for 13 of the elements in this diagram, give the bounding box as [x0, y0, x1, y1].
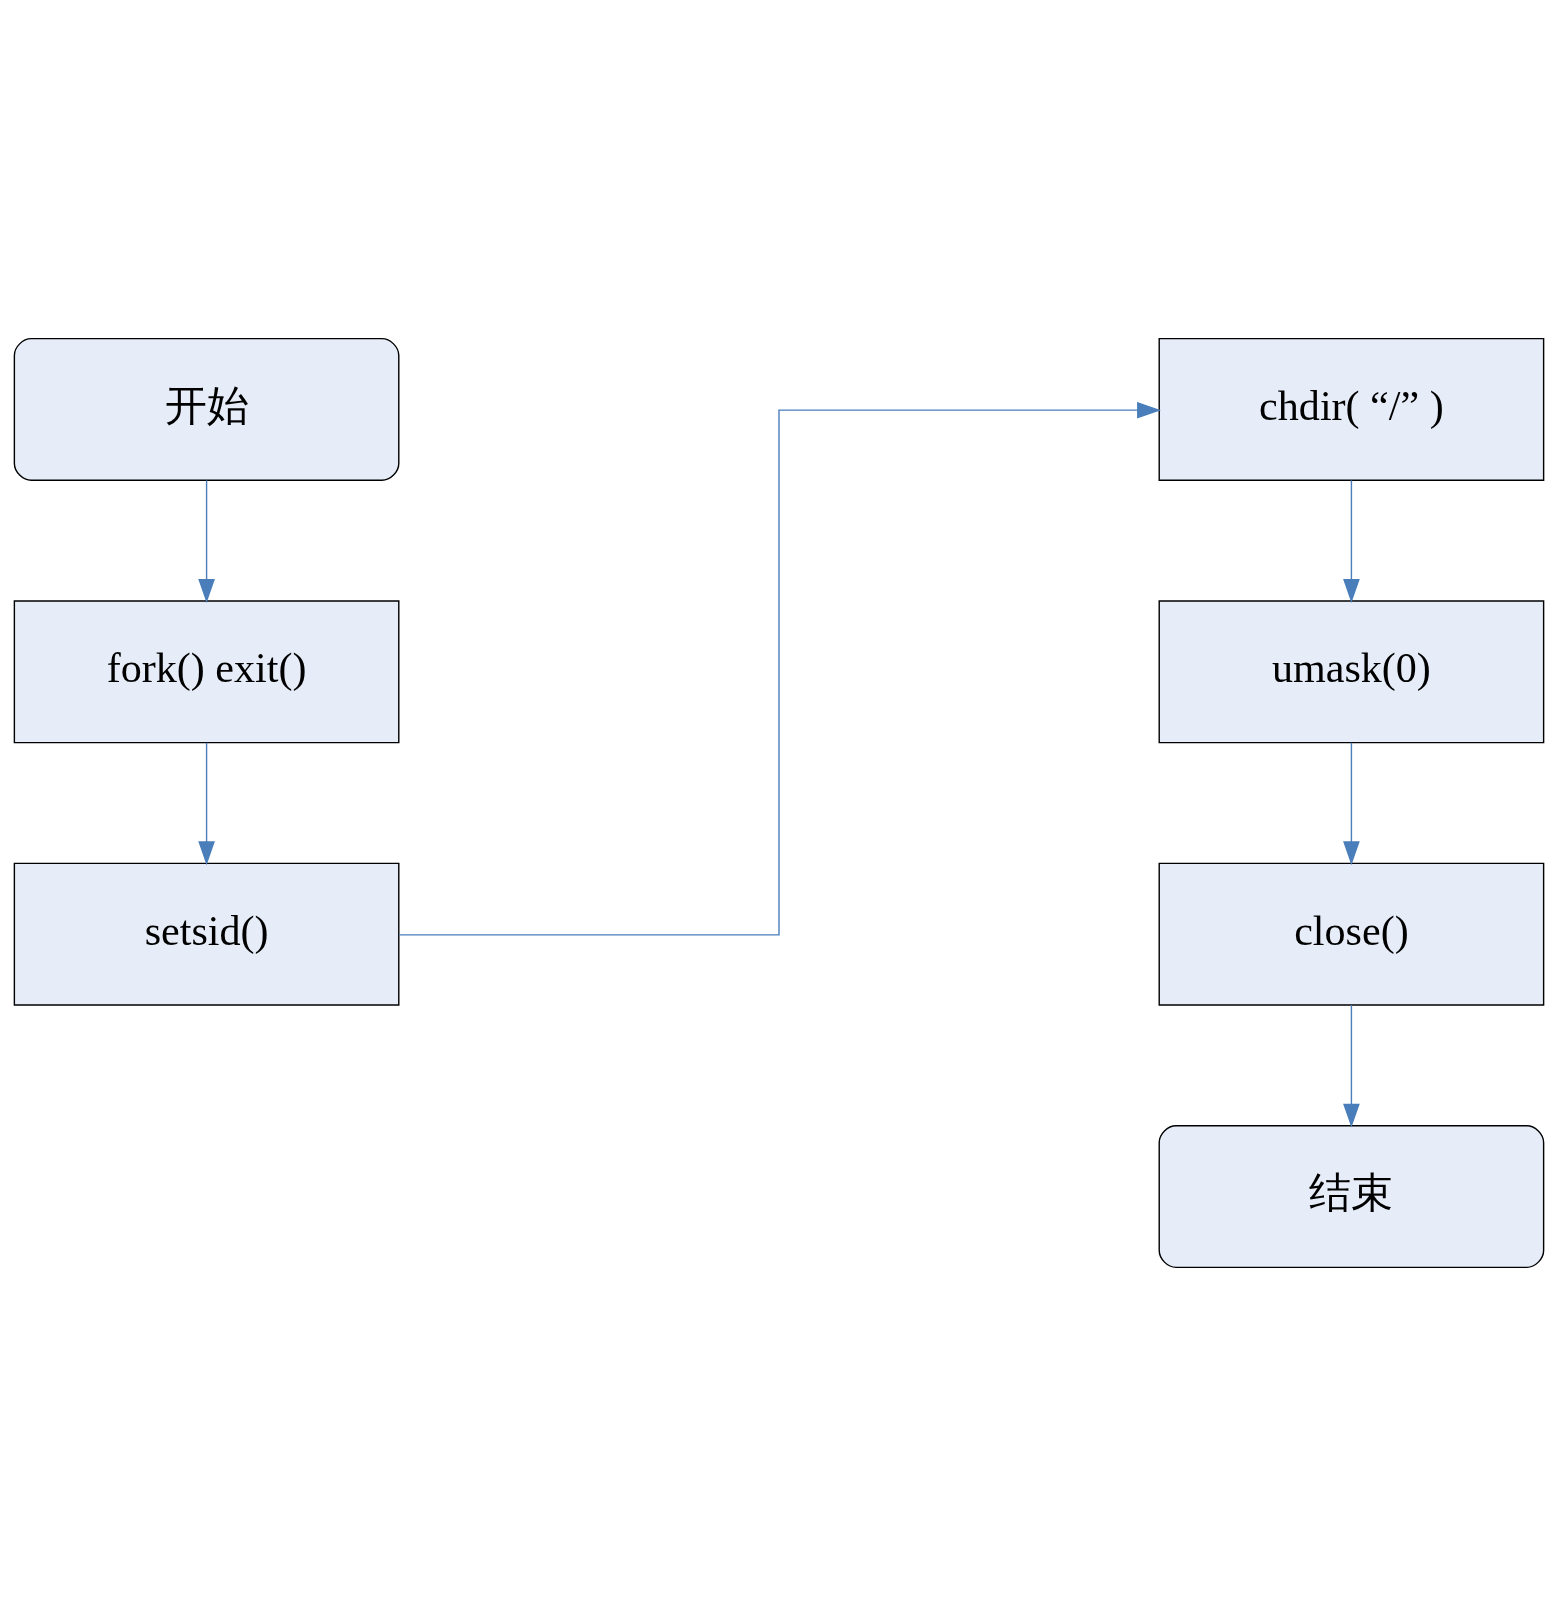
node-box: 结束	[1158, 1124, 1545, 1268]
arrow	[1343, 741, 1360, 865]
node-box: setsid()	[13, 862, 400, 1006]
node-box: fork() exit()	[13, 599, 400, 743]
arrow	[1343, 1003, 1360, 1128]
node-box: close()	[1158, 862, 1545, 1006]
node-box: 开始	[13, 337, 400, 481]
arrow	[398, 401, 1161, 936]
node-box: umask(0)	[1158, 599, 1545, 743]
arrow	[198, 741, 215, 865]
node-box: chdir( “/” )	[1158, 337, 1545, 481]
arrow	[198, 479, 215, 603]
arrow	[1343, 479, 1360, 603]
